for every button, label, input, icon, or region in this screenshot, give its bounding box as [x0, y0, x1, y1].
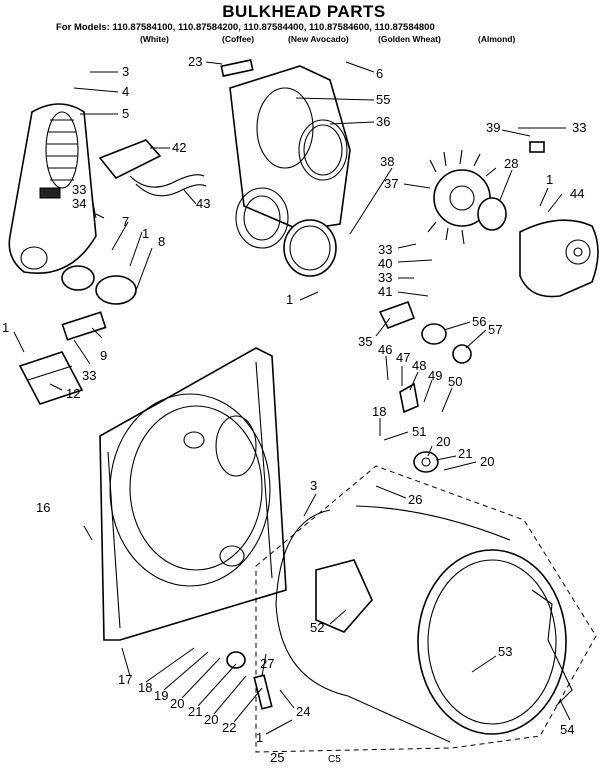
callout: 28	[504, 156, 518, 171]
callout: 55	[376, 92, 390, 107]
variant-coffee: (Coffee)	[222, 34, 255, 44]
callout: 20	[204, 712, 218, 727]
callout: 19	[154, 688, 168, 703]
leader-lines	[13, 61, 571, 735]
callout: 34	[72, 196, 86, 211]
callout: 57	[488, 322, 502, 337]
callout: 26	[408, 492, 422, 507]
callout: 44	[570, 186, 584, 201]
callout: 5	[122, 106, 129, 121]
callout: 46	[378, 342, 392, 357]
callout: 40	[378, 256, 392, 271]
callout: 1	[2, 320, 9, 335]
callout: 48	[412, 358, 426, 373]
callout: 12	[66, 386, 80, 401]
part-vent-duct	[8, 103, 97, 274]
callout: 49	[428, 368, 442, 383]
callout: 37	[384, 176, 398, 191]
callout: 33	[72, 182, 86, 197]
callout: 39	[486, 120, 500, 135]
callout: 50	[448, 374, 462, 389]
callout: 38	[380, 154, 394, 169]
callout: 51	[412, 424, 426, 439]
callout: 20	[436, 434, 450, 449]
callout: 22	[222, 720, 236, 735]
callout: 42	[172, 140, 186, 155]
callout: 18	[138, 680, 152, 695]
variant-golden-wheat: (Golden Wheat)	[378, 34, 441, 44]
callout: 43	[196, 196, 210, 211]
callout: 21	[458, 446, 472, 461]
callout: 27	[260, 656, 274, 671]
variant-new-avocado: (New Avocado)	[288, 34, 349, 44]
callout: 17	[118, 672, 132, 687]
callout: 7	[122, 214, 129, 229]
callout: 3	[122, 64, 129, 79]
part-seal-38	[283, 219, 337, 277]
callout: 1	[546, 172, 553, 187]
page-title: BULKHEAD PARTS	[222, 2, 386, 21]
callout: 52	[310, 620, 324, 635]
part-blower-fan	[427, 141, 599, 298]
callout: 24	[296, 704, 310, 719]
variant-white: (White)	[140, 34, 169, 44]
callout: 16	[36, 500, 50, 515]
callout: 33	[378, 242, 392, 257]
callout: 3	[310, 478, 317, 493]
part-rear-panel	[220, 59, 351, 249]
callout: 8	[158, 234, 165, 249]
variant-almond: (Almond)	[478, 34, 516, 44]
callout: 41	[378, 284, 392, 299]
callout: 33	[378, 270, 392, 285]
part-front-bulkhead	[99, 347, 287, 641]
footer-code: C5	[328, 754, 341, 765]
callout: 9	[100, 348, 107, 363]
callout: 56	[472, 314, 486, 329]
callout: 23	[188, 54, 202, 69]
callout: 20	[480, 454, 494, 469]
part-lower-fasteners	[226, 651, 273, 710]
callout: 4	[122, 84, 129, 99]
part-drum	[255, 465, 597, 753]
callout: 1	[142, 226, 149, 241]
callout: 1	[286, 292, 293, 307]
callout: 36	[376, 114, 390, 129]
callout: 35	[358, 334, 372, 349]
callout: 21	[188, 704, 202, 719]
callout: 18	[372, 404, 386, 419]
callout: 33	[572, 120, 586, 135]
callout: 47	[396, 350, 410, 365]
callout: 20	[170, 696, 184, 711]
part-sensor-cluster	[378, 300, 472, 473]
callout-labels: 3 4 5 23 6 55 36 42 43 39 33 28 38 37 1 …	[2, 54, 586, 765]
part-gasket-36	[298, 119, 348, 181]
callout: 33	[82, 368, 96, 383]
callout: 6	[376, 66, 383, 81]
callout: 1	[256, 730, 263, 745]
model-numbers: For Models: 110.87584100, 110.87584200, …	[56, 22, 435, 33]
callout: 25	[270, 750, 284, 765]
callout: 53	[498, 644, 512, 659]
part-motor-bracket	[18, 265, 137, 405]
callout: 54	[560, 722, 574, 737]
part-thermostat-hose	[98, 139, 207, 197]
